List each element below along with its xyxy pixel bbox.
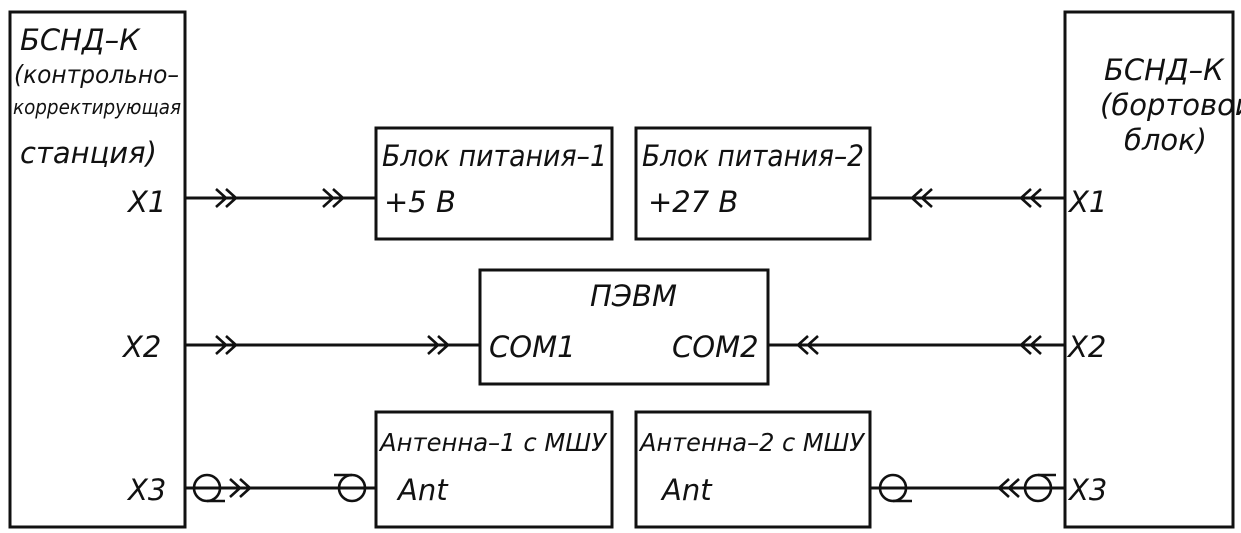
connection-x3-right xyxy=(870,473,1065,503)
power-supply-1-block: Блок питания–1 +5 В xyxy=(374,126,614,241)
power-supply-2-frame xyxy=(634,126,872,241)
power-supply-2-voltage: +27 В xyxy=(648,185,738,219)
left-station-line3: станция) xyxy=(20,136,157,170)
connector-double-arrow xyxy=(997,478,1020,498)
right-station-title: БСНД–К xyxy=(1104,53,1225,87)
antenna-2-title: Антенна–2 с МШУ xyxy=(638,428,866,457)
left-station-line1: (контрольно– xyxy=(14,60,179,89)
right-station-line1: (бортовой xyxy=(1100,88,1241,122)
antenna-2-block: Антенна–2 с МШУ Ant xyxy=(634,410,872,529)
antenna-1-frame xyxy=(374,410,614,529)
right-port-x3: X3 xyxy=(1067,473,1107,507)
connector-double-arrow xyxy=(229,478,252,498)
connector-double-arrow xyxy=(1019,335,1042,355)
antenna-2-frame xyxy=(634,410,872,529)
connector-double-arrow xyxy=(910,188,933,208)
connection-x1-left xyxy=(185,188,376,208)
pc-title: ПЭВМ xyxy=(590,279,677,313)
power-supply-1-title: Блок питания–1 xyxy=(382,139,607,173)
connection-x2-left xyxy=(185,335,480,355)
right-station-block: БСНД–К (бортовой блок) X1 X2 X3 xyxy=(1063,10,1241,529)
antenna-1-block: Антенна–1 с МШУ Ant xyxy=(374,410,614,529)
pc-frame xyxy=(478,268,770,386)
connection-x1-right xyxy=(870,188,1065,208)
left-station-block: БСНД–К (контрольно– корректирующая станц… xyxy=(8,10,187,529)
power-supply-1-frame xyxy=(374,126,614,241)
pc-port-com1: COM1 xyxy=(489,330,576,364)
power-supply-2-block: Блок питания–2 +27 В xyxy=(634,126,872,241)
connection-x3-left xyxy=(185,473,376,503)
left-port-x2: X2 xyxy=(121,330,161,364)
connection-x2-right xyxy=(768,335,1065,355)
antenna-1-title: Антенна–1 с МШУ xyxy=(378,428,608,457)
left-station-line2: корректирующая xyxy=(13,95,181,119)
right-port-x1: X1 xyxy=(1067,185,1107,219)
connector-double-arrow xyxy=(1019,188,1042,208)
pc-block: ПЭВМ COM1 COM2 xyxy=(478,268,770,386)
power-supply-1-voltage: +5 В xyxy=(384,185,456,219)
left-port-x3: X3 xyxy=(126,473,166,507)
right-station-line2: блок) xyxy=(1124,123,1207,157)
connector-double-arrow xyxy=(796,335,819,355)
left-station-title: БСНД–К xyxy=(20,23,141,57)
right-station-frame xyxy=(1063,10,1235,529)
connector-double-arrow xyxy=(215,188,238,208)
left-station-frame xyxy=(8,10,187,529)
connector-double-arrow xyxy=(322,188,345,208)
connector-double-arrow xyxy=(427,335,450,355)
left-port-x1: X1 xyxy=(126,185,166,219)
pc-port-com2: COM2 xyxy=(672,330,759,364)
power-supply-2-title: Блок питания–2 xyxy=(642,139,864,173)
connector-double-arrow xyxy=(215,335,238,355)
right-port-x2: X2 xyxy=(1066,330,1106,364)
antenna-2-port: Ant xyxy=(660,473,713,507)
antenna-1-port: Ant xyxy=(396,473,449,507)
